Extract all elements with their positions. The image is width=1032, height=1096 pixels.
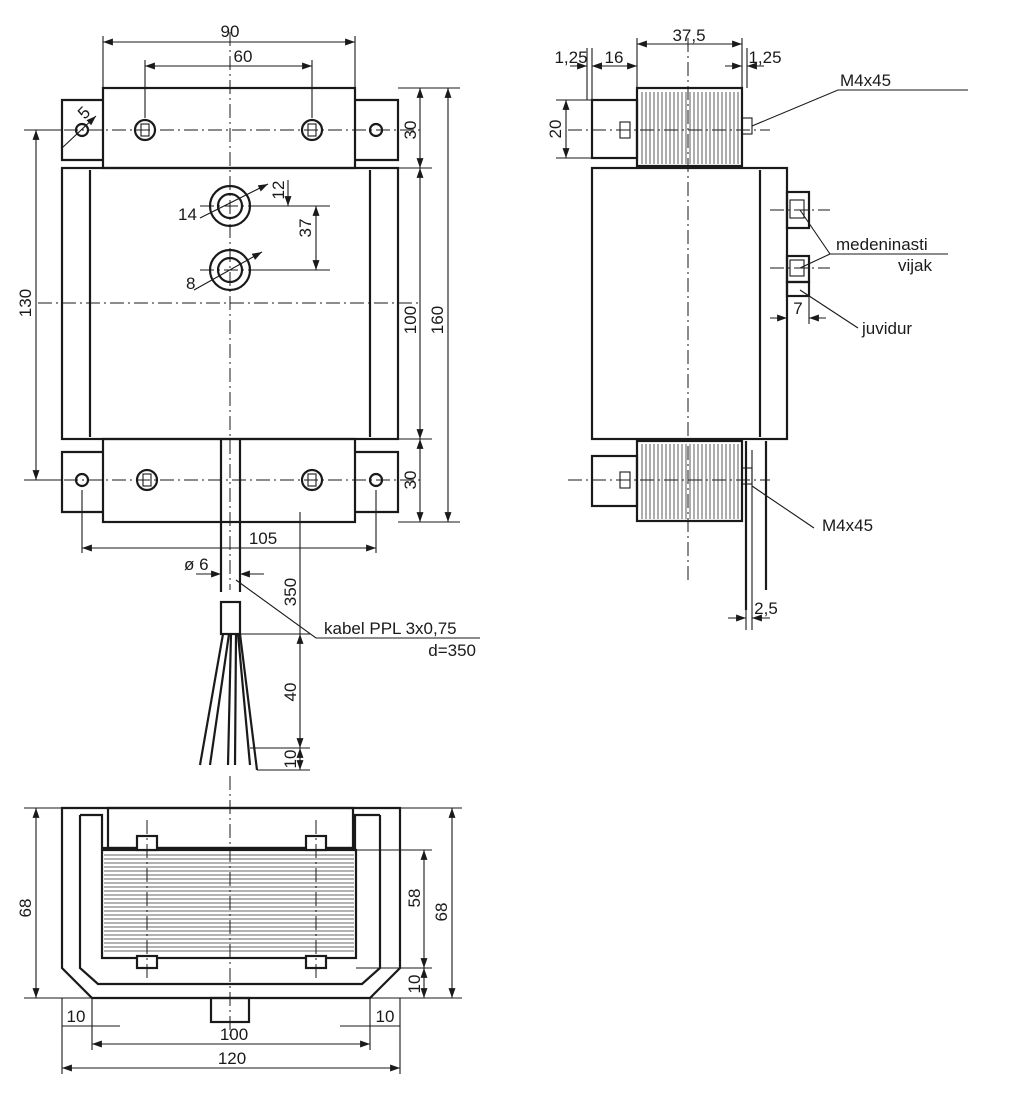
top-coil-laminations xyxy=(641,92,739,164)
dim-side-2-5: 2,5 xyxy=(754,599,778,618)
label-brass-2: vijak xyxy=(898,256,933,275)
bottom-view xyxy=(24,776,462,1074)
label-insulator: juvidur xyxy=(861,319,912,338)
dim-bottom-58: 58 xyxy=(405,889,424,908)
label-brass-1: medeninasti xyxy=(836,235,928,254)
dim-bottom-120: 120 xyxy=(218,1049,246,1068)
dim-side-1-25-left: 1,25 xyxy=(554,48,587,67)
dim-160: 160 xyxy=(428,306,447,334)
label-cable-1: kabel PPL 3x0,75 xyxy=(324,619,457,638)
dim-14: 14 xyxy=(178,205,197,224)
dim-130: 130 xyxy=(16,289,35,317)
dim-40: 40 xyxy=(281,683,300,702)
dim-side-37-5: 37,5 xyxy=(672,26,705,45)
front-view xyxy=(24,32,480,771)
dim-side-1-25-right: 1,25 xyxy=(748,48,781,67)
dim-100: 100 xyxy=(401,306,420,334)
label-screw-top: M4x45 xyxy=(840,71,891,90)
dim-bottom-10-right: 10 xyxy=(376,1007,395,1026)
dim-bottom-68-right: 68 xyxy=(432,903,451,922)
dim-cable-dia: ø 6 xyxy=(184,555,209,574)
dim-60: 60 xyxy=(234,47,253,66)
label-screw-bottom: M4x45 xyxy=(822,516,873,535)
dim-90: 90 xyxy=(221,22,240,41)
dim-side-16: 16 xyxy=(605,48,624,67)
dim-30-bottom: 30 xyxy=(401,471,420,490)
label-cable-2: d=350 xyxy=(428,641,476,660)
bottom-coil-laminations xyxy=(641,444,739,519)
side-view xyxy=(556,38,968,630)
dim-10-lead: 10 xyxy=(281,750,300,769)
dim-30-top: 30 xyxy=(401,121,420,140)
dim-105: 105 xyxy=(249,529,277,548)
dim-bottom-10-left: 10 xyxy=(67,1007,86,1026)
dim-bottom-100: 100 xyxy=(220,1025,248,1044)
dim-side-20: 20 xyxy=(546,120,565,139)
dim-side-7: 7 xyxy=(793,299,802,318)
dim-bottom-10-vertical: 10 xyxy=(405,975,424,994)
dim-12: 12 xyxy=(269,181,288,200)
dim-37: 37 xyxy=(296,219,315,238)
dim-bottom-68-left: 68 xyxy=(16,899,35,918)
dim-350: 350 xyxy=(281,578,300,606)
dim-8: 8 xyxy=(186,274,195,293)
bottom-coil-laminations-horizontal xyxy=(104,854,354,952)
